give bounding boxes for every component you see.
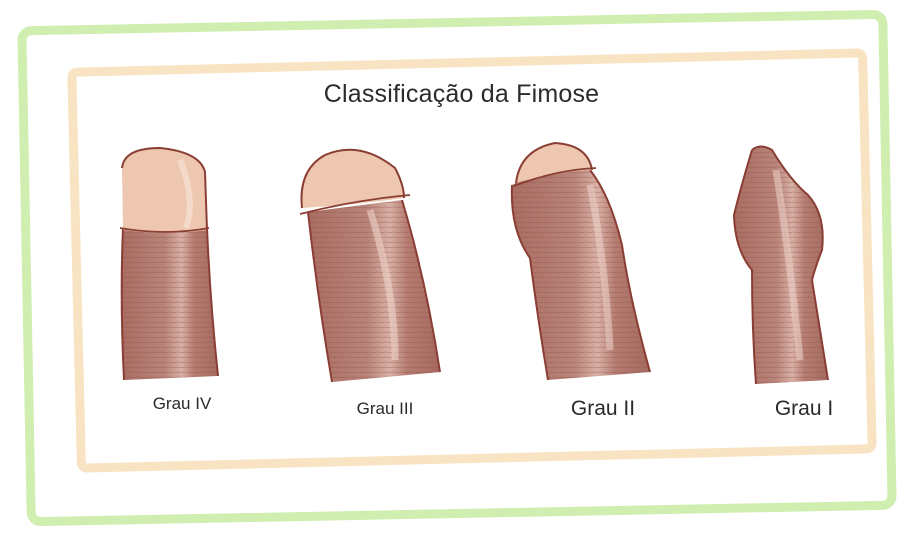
- grade-3-illustration: [299, 148, 441, 383]
- diagram-title: Classificação da Fimose: [323, 80, 600, 108]
- grade-2-illustration: [510, 141, 651, 381]
- grade-2-label: Grau II: [570, 397, 636, 420]
- grade-4-label: Grau IV: [152, 394, 212, 413]
- grade-1-illustration: [732, 145, 829, 385]
- grade-4-illustration: [119, 146, 219, 381]
- grade-3-label: Grau III: [356, 399, 414, 418]
- grade-1-label: Grau I: [774, 397, 834, 420]
